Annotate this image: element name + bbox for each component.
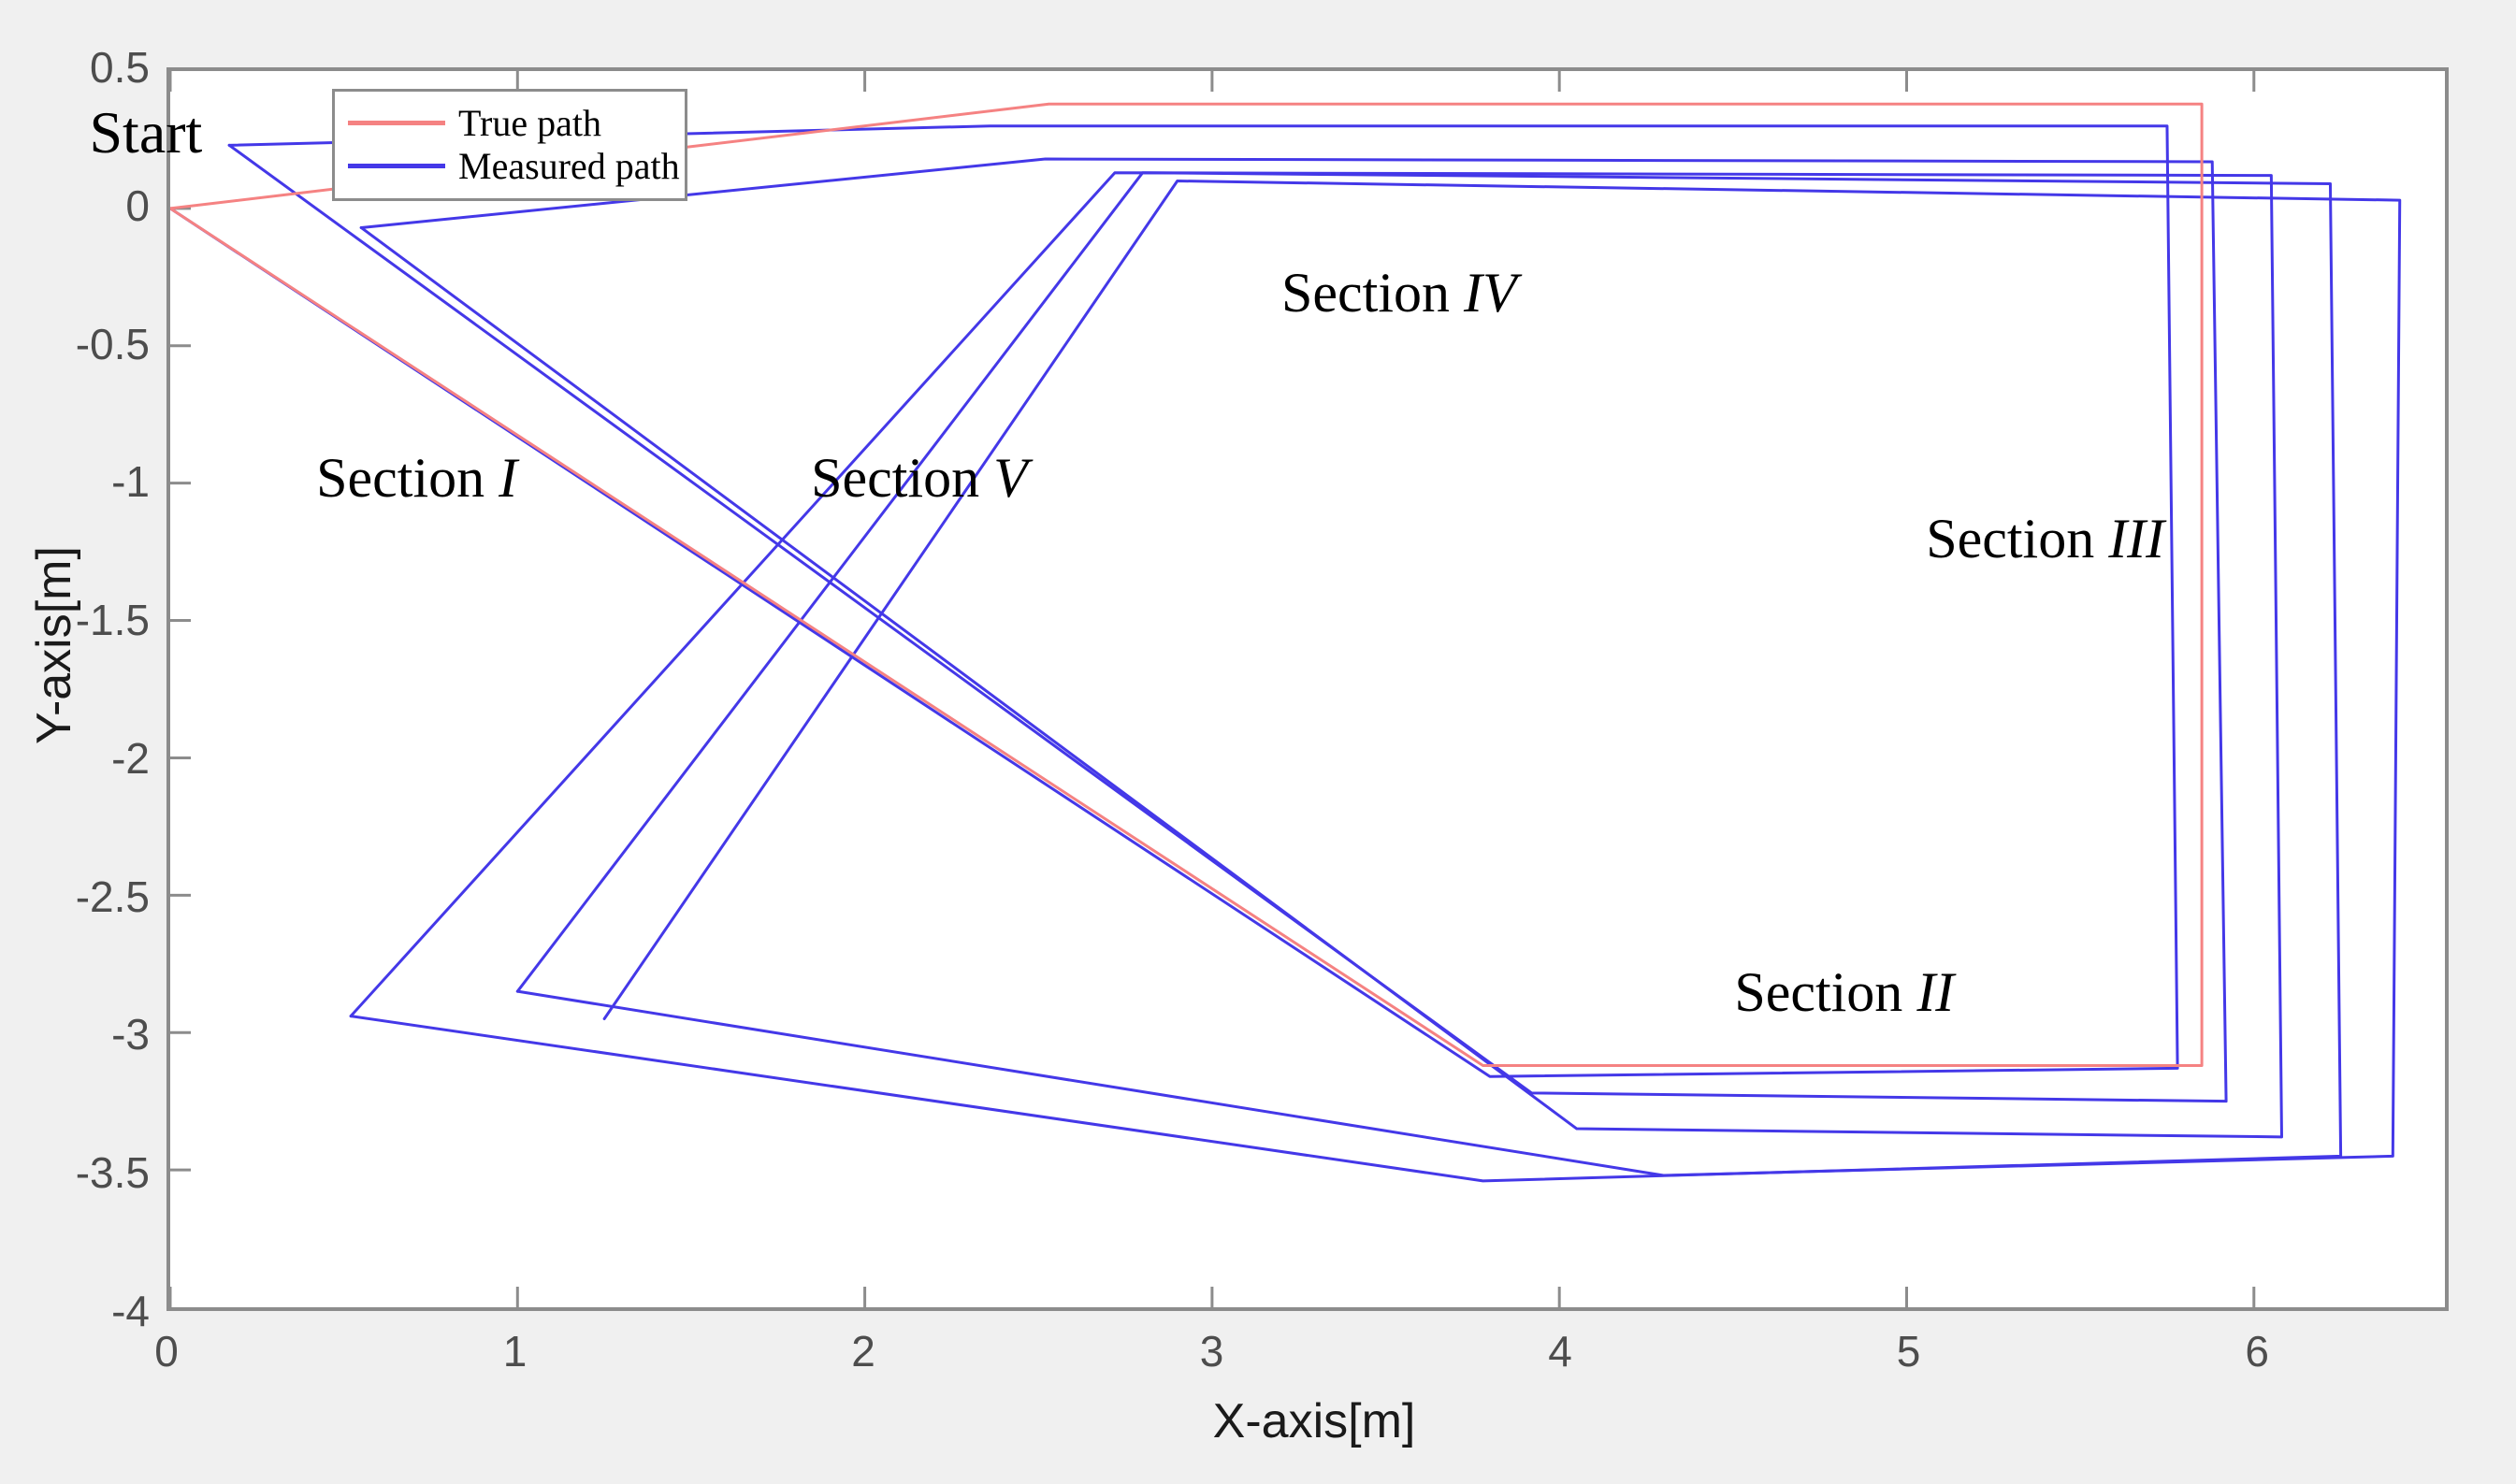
true-path-line (170, 102, 2204, 1067)
legend-swatch-true-path (348, 120, 445, 125)
x-tick-3: 3 (1199, 1327, 1224, 1376)
section-iv-label: Section IV (1281, 262, 1517, 324)
x-tick-5: 5 (1896, 1327, 1921, 1376)
x-tick-0: 0 (154, 1327, 179, 1376)
y-axis-title: Y-axis[m] (27, 546, 81, 744)
section-i-label: Section I (316, 447, 518, 510)
section-v-label: Section V (811, 447, 1028, 510)
section-iii-label: Section III (1926, 508, 2165, 570)
y-tick--1.5: -1.5 (75, 596, 150, 645)
x-tick-1: 1 (502, 1327, 528, 1376)
x-axis-title: X-axis[m] (1212, 1394, 1416, 1448)
legend-swatch-measured-path (348, 163, 445, 168)
axis-tick-marks (170, 71, 2256, 1307)
x-tick-6: 6 (2245, 1327, 2269, 1376)
chart-legend: True path Measured path (332, 89, 687, 201)
y-tick--3.5: -3.5 (75, 1148, 150, 1198)
y-tick--0.5: -0.5 (75, 319, 150, 368)
x-tick-4: 4 (1548, 1327, 1572, 1376)
y-tick-0.5: 0.5 (90, 43, 150, 92)
y-tick-0: 0 (125, 180, 150, 230)
y-tick--4: -4 (111, 1287, 150, 1335)
legend-label-measured-path: Measured path (458, 144, 680, 187)
plot-area (166, 67, 2449, 1311)
legend-entry-true-path: True path (348, 101, 672, 144)
y-tick--2: -2 (111, 733, 150, 783)
y-tick--3: -3 (111, 1010, 150, 1059)
measured-path-lines (170, 124, 2402, 1183)
trajectory-plot-svg (170, 71, 2402, 1307)
section-ii-label: Section II (1734, 961, 1955, 1024)
legend-label-true-path: True path (458, 101, 601, 144)
legend-entry-measured-path: Measured path (348, 144, 680, 187)
y-axis-tick-labels: 0.5 0 -0.5 -1 -1.5 -2 -2.5 -3 -3.5 -4 (0, 0, 166, 1484)
y-tick--1: -1 (111, 457, 150, 507)
start-annotation: Start (89, 98, 203, 166)
x-tick-2: 2 (851, 1327, 875, 1376)
y-tick--2.5: -2.5 (75, 872, 150, 921)
